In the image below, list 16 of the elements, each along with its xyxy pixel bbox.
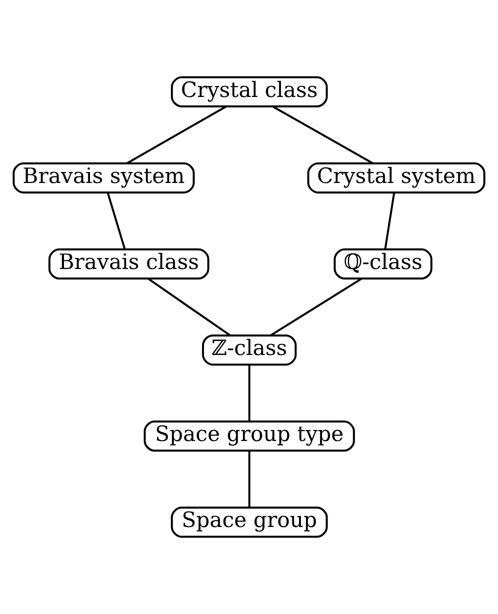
node-box: Space group	[170, 506, 328, 538]
node-box: Space group type	[144, 420, 355, 452]
connector	[248, 364, 250, 422]
connector	[384, 192, 396, 250]
connector	[106, 192, 126, 250]
node-box: Crystal class	[170, 76, 328, 108]
connector	[272, 106, 374, 164]
connector	[248, 450, 250, 508]
connector	[148, 278, 231, 336]
node-box: Crystal system	[307, 162, 486, 194]
node-box: Bravais class	[48, 248, 210, 280]
node-box: ℚ-class	[334, 248, 432, 280]
node-box: ℤ-class	[202, 334, 297, 366]
node-box: Bravais system	[12, 162, 195, 194]
connector	[270, 278, 362, 336]
connector	[126, 106, 226, 164]
